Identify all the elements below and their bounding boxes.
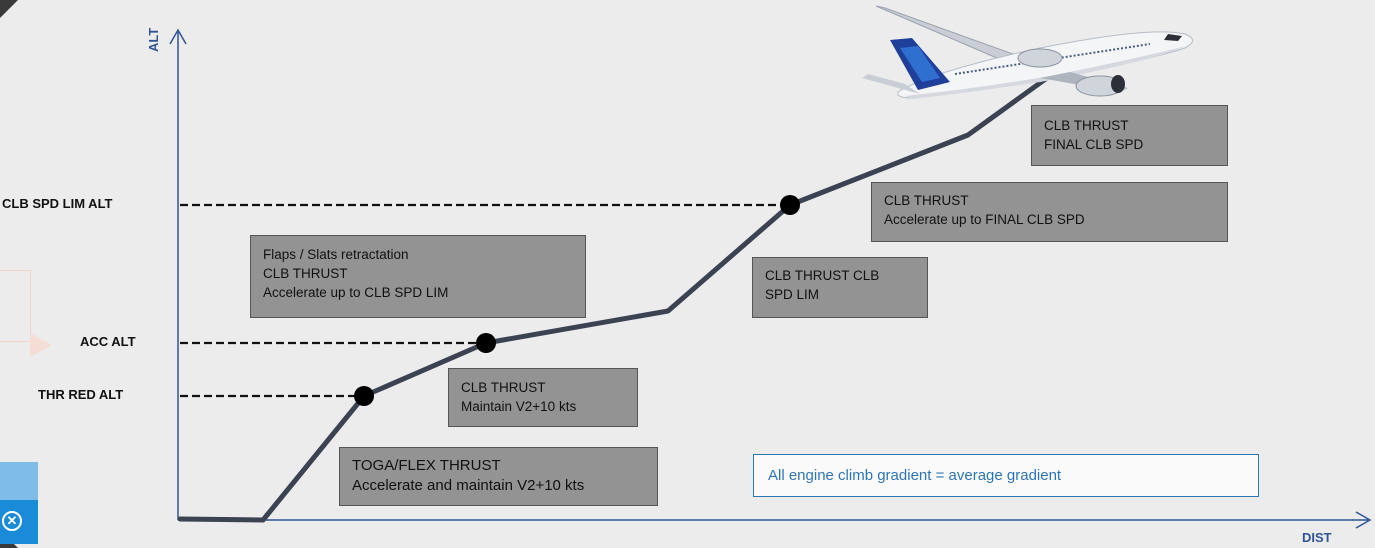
acc-alt-label: ACC ALT — [80, 334, 136, 349]
phase-line: CLB THRUST — [263, 266, 348, 281]
close-icon[interactable]: ✕ — [2, 511, 22, 531]
clb-spd-lim-alt-label: CLB SPD LIM ALT — [2, 196, 113, 211]
axes — [169, 28, 1372, 529]
x-axis-label: DIST — [1302, 530, 1332, 545]
phase-line: CLB THRUST CLB — [765, 268, 880, 283]
thr-red-alt-label: THR RED ALT — [38, 387, 124, 402]
phase-box-final-clb: CLB THRUST FINAL CLB SPD — [1031, 105, 1228, 166]
phase-line: TOGA/FLEX THRUST — [352, 457, 501, 474]
phase-line: CLB THRUST — [461, 380, 546, 395]
phase-box-clb-maintain: CLB THRUST Maintain V2+10 kts — [448, 368, 638, 427]
phase-line: Accelerate up to FINAL CLB SPD — [884, 212, 1085, 227]
y-axis-arrowhead — [169, 28, 187, 45]
phase-box-toga: TOGA/FLEX THRUST Accelerate and maintain… — [339, 447, 658, 506]
thr-red-point — [354, 386, 374, 406]
aircraft-icon — [862, 5, 1193, 99]
phase-line: FINAL CLB SPD — [1044, 137, 1144, 152]
clb-spd-lim-point — [780, 195, 800, 215]
phase-box-accelerate-final: CLB THRUST Accelerate up to FINAL CLB SP… — [871, 182, 1228, 242]
y-axis-label: ALT — [146, 27, 161, 52]
phase-line: SPD LIM — [765, 287, 820, 302]
background-remnant-arrow — [30, 333, 52, 357]
corner-decoration — [0, 0, 18, 18]
gradient-note: All engine climb gradient = average grad… — [753, 454, 1259, 497]
phase-line: CLB THRUST — [1044, 118, 1129, 133]
x-axis-arrowhead — [1355, 511, 1372, 529]
phase-line: Maintain V2+10 kts — [461, 399, 577, 414]
acc-point — [476, 333, 496, 353]
phase-box-flaps-retraction: Flaps / Slats retractation CLB THRUST Ac… — [250, 235, 586, 318]
climb-path — [177, 67, 1061, 523]
phase-line: Accelerate and maintain V2+10 kts — [352, 477, 585, 494]
phase-line: CLB THRUST — [884, 193, 969, 208]
phase-box-clb-spd-lim: CLB THRUST CLB SPD LIM — [752, 257, 928, 318]
background-remnant — [0, 270, 31, 342]
phase-line: Accelerate up to CLB SPD LIM — [263, 285, 449, 300]
phase-line: Flaps / Slats retractation — [263, 247, 409, 262]
